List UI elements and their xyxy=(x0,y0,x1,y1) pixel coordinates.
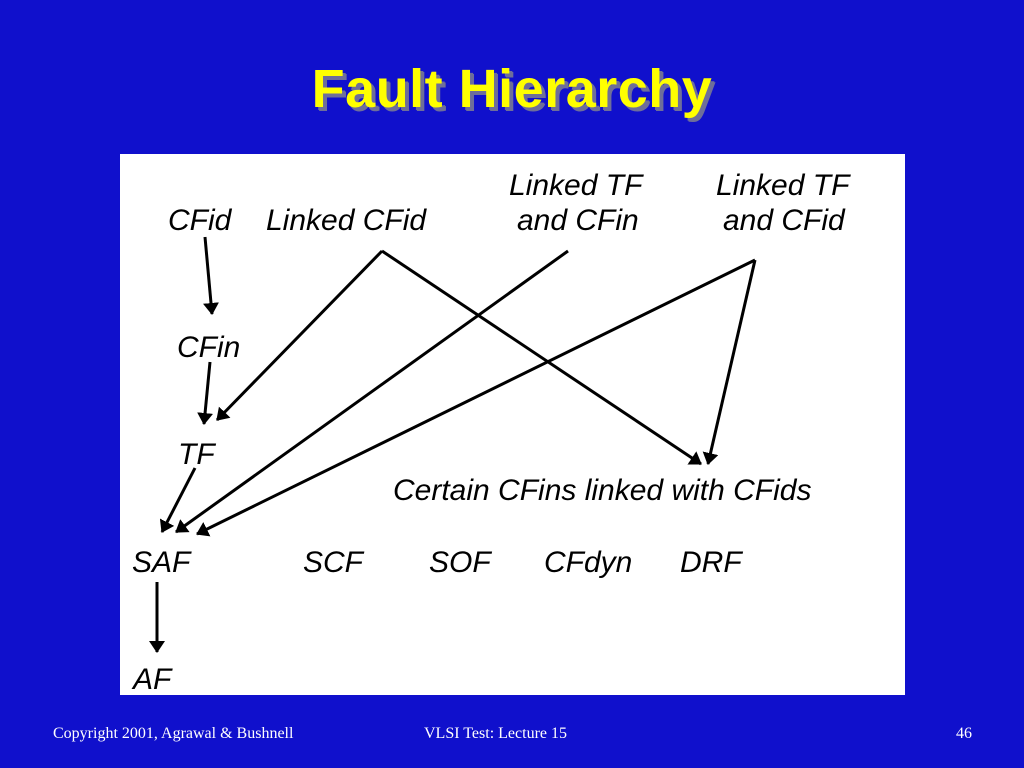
node-linked-tf-cfid-line1: Linked TF xyxy=(716,169,851,202)
node-sof: SOF xyxy=(429,546,492,579)
node-cfdyn: CFdyn xyxy=(544,546,632,579)
node-drf: DRF xyxy=(680,546,743,579)
node-certain-cfins: Certain CFins linked with CFids xyxy=(393,474,811,507)
arrow-linked-cfid-to-certain-cfins xyxy=(381,249,702,466)
node-linked-tf-cfin-line2: and CFin xyxy=(517,204,639,237)
arrow-linked-cfid-to-tf xyxy=(215,249,384,422)
diagram-canvas: CFid Linked CFid Linked TF and CFin Link… xyxy=(131,169,851,695)
arrow-linked-tf-cfid-to-certain-cfins xyxy=(702,259,757,465)
arrow-tf-to-saf xyxy=(159,467,197,533)
node-scf: SCF xyxy=(303,546,365,579)
arrow-linked-tf-cfid-to-saf xyxy=(196,258,756,537)
footer-course: VLSI Test: Lecture 15 xyxy=(424,725,567,742)
node-linked-tf-cfid-line2: and CFid xyxy=(723,204,846,237)
arrow-cfid-to-cfin xyxy=(203,236,219,315)
node-linked-tf-cfin-line1: Linked TF xyxy=(509,169,644,202)
node-cfin: CFin xyxy=(177,331,240,364)
footer-copyright: Copyright 2001, Agrawal & Bushnell xyxy=(53,725,294,742)
node-af: AF xyxy=(131,663,173,695)
arrow-linked-tf-cfin-to-saf xyxy=(175,249,569,534)
arrow-cfin-to-tf xyxy=(197,361,214,425)
node-linked-cfid: Linked CFid xyxy=(266,204,427,237)
node-cfid: CFid xyxy=(168,204,233,237)
node-saf: SAF xyxy=(132,546,192,579)
slide-title: Fault Hierarchy xyxy=(311,59,713,119)
fault-hierarchy-diagram: CFid Linked CFid Linked TF and CFin Link… xyxy=(120,154,905,695)
footer-page-number: 46 xyxy=(956,725,972,742)
node-tf: TF xyxy=(178,438,216,471)
